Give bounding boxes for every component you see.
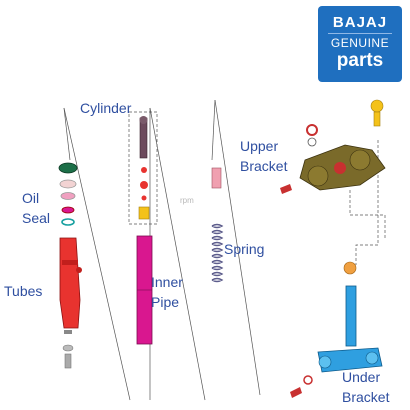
oil-seal-part [59,179,77,189]
label-inner-pipe-line2: Pipe [151,294,180,310]
circlip-part [61,218,75,226]
label-upper-bracket-line1: Upper [240,138,279,154]
badge-parts-text: parts [336,50,384,71]
guide-line [63,107,71,161]
brand-badge: BAJAJ GENUINE parts [318,6,402,82]
guide-line [149,107,206,401]
brand-name: BAJAJ [332,14,388,31]
inner-pipe-part [136,235,153,345]
badge-genuine-text: GENUINE [330,36,390,50]
guide-line [211,99,216,161]
seal-ring-part [60,192,76,200]
label-tubes: Tubes [4,283,43,299]
washer-part [61,206,75,214]
guide-dashed [349,190,386,240]
oil-seal-stack [58,162,78,226]
label-under-bracket-line1: Under [342,369,381,385]
label-upper-bracket-line2: Bracket [240,158,288,174]
label-oil-seal-line1: Oil [22,190,40,206]
badge-divider [328,33,392,34]
guide-line [63,107,131,401]
guide-dashed [355,140,379,265]
upper-bracket-part [280,99,386,194]
watermark-text: rpm [180,196,194,205]
dust-seal-part [58,162,78,174]
label-under-bracket-line2: Bracket [342,389,390,405]
cylinder-part [138,116,150,220]
label-spring: Spring [224,241,265,257]
label-inner-pipe-line1: Inner [151,274,183,290]
under-bracket-part [290,261,383,398]
spring-part [211,167,224,283]
label-cylinder: Cylinder [80,100,132,116]
guide-line [214,99,261,396]
tube-part [59,237,82,369]
label-oil-seal-line2: Seal [22,210,51,226]
